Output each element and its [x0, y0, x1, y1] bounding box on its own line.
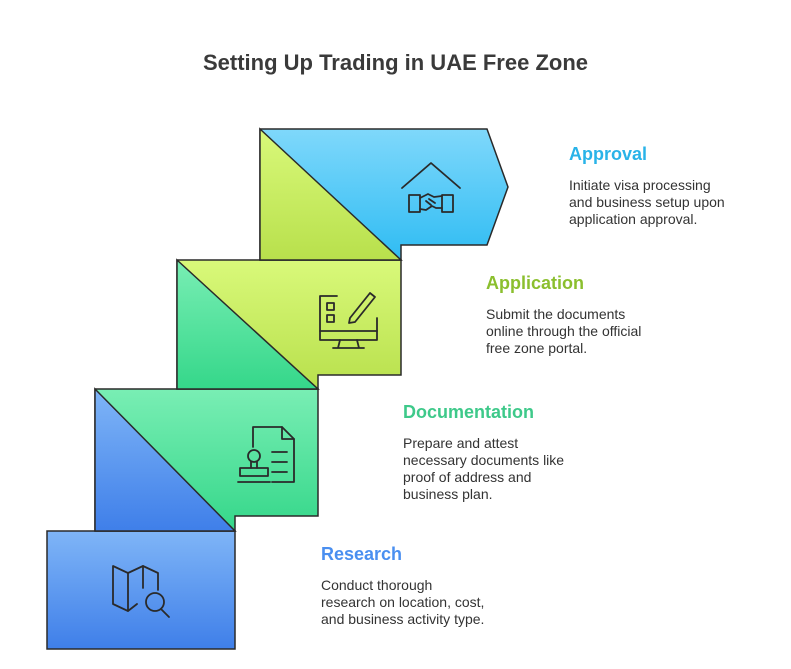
- step-application-block: [176, 258, 402, 390]
- step-application-description: Submit the documents online through the …: [486, 306, 642, 356]
- step-documentation-description: Prepare and attest necessary documents l…: [403, 435, 565, 502]
- step-approval-block: [259, 127, 509, 261]
- monitor-form-pencil-icon: [319, 292, 378, 349]
- step-documentation-text: Documentation Prepare and attest necessa…: [403, 402, 564, 503]
- step-research-heading: Research: [321, 544, 403, 564]
- step-approval-heading: Approval: [569, 144, 648, 164]
- diagram-title: Setting Up Trading in UAE Free Zone: [202, 50, 589, 75]
- step-research-description: Conduct thorough research on location, c…: [321, 577, 485, 627]
- step-approval-text: Approval Initiate visa processing and bu…: [569, 144, 725, 228]
- step-approval-description: Initiate visa processing and business se…: [569, 177, 725, 227]
- step-research-text: Research Conduct thorough research on lo…: [321, 544, 484, 628]
- map-search-icon: [112, 565, 170, 618]
- document-stamp-icon: [237, 426, 295, 483]
- step-application-text: Application Submit the documents online …: [486, 273, 641, 357]
- step-documentation-heading: Documentation: [403, 402, 535, 422]
- step-research-block: [46, 530, 236, 650]
- step-documentation-block: [94, 387, 319, 532]
- house-handshake-icon: [401, 162, 461, 213]
- step-application-heading: Application: [486, 273, 584, 293]
